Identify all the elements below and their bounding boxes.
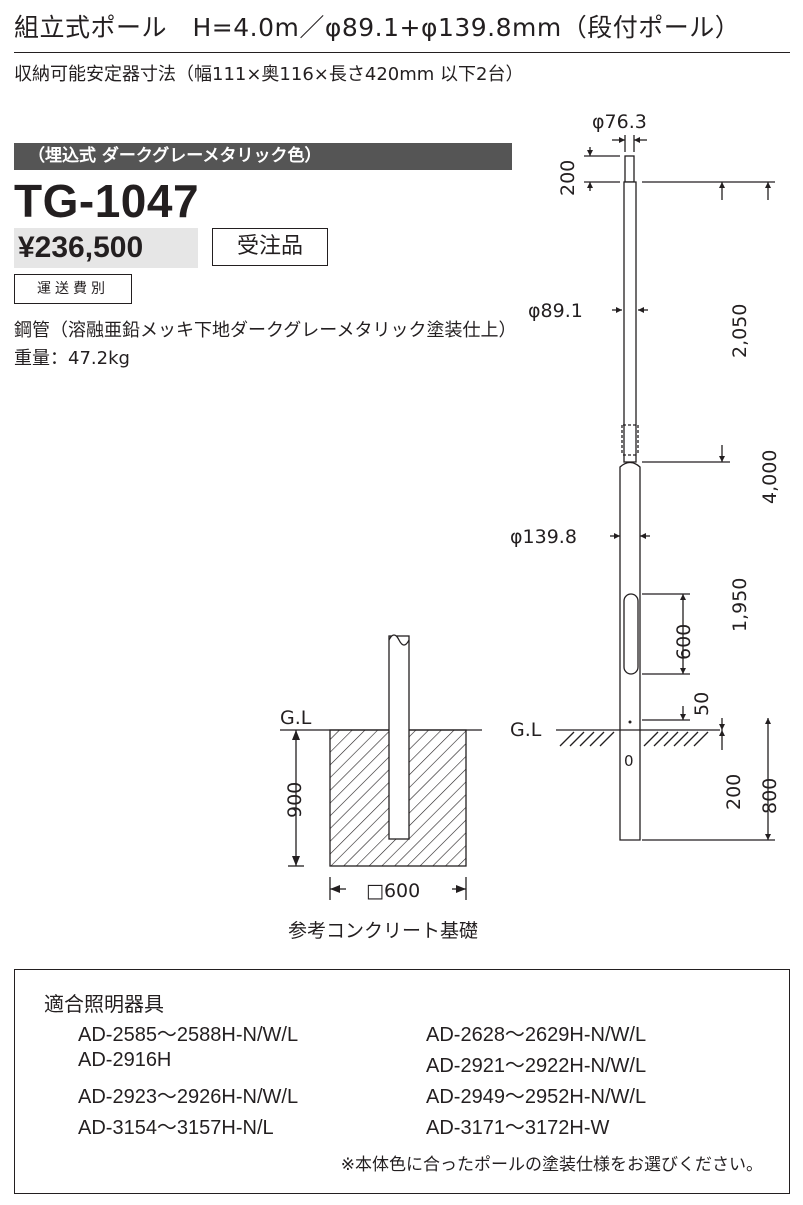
foundation-depth-label: 900 bbox=[284, 782, 306, 818]
embed-depth-label: 800 bbox=[759, 778, 781, 814]
price: ¥236,500 bbox=[14, 228, 198, 268]
model-number: TG-1047 bbox=[14, 175, 200, 227]
ballast-dimensions: 収納可能安定器寸法（幅111×奥116×長さ420mm 以下2台） bbox=[14, 64, 524, 85]
foundation-gl-label: G.L bbox=[280, 707, 312, 729]
foundation-caption: 参考コンクリート基礎 bbox=[288, 920, 478, 942]
door-offset-label: 50 bbox=[691, 692, 713, 716]
fixture-item: AD-3154～3157H-N/L bbox=[78, 1117, 274, 1139]
fixture-item: AD-2628～2629H-N/W/L bbox=[426, 1024, 647, 1046]
below-gl-label: 200 bbox=[723, 774, 745, 810]
title-divider bbox=[14, 52, 790, 53]
foundation-width-label: □600 bbox=[366, 880, 420, 902]
foundation-drawing bbox=[280, 634, 482, 900]
fixture-item: AD-2916H bbox=[78, 1049, 172, 1071]
fixture-item: AD-2585～2588H-N/W/L bbox=[78, 1024, 299, 1046]
paint-note: ※本体色に合ったポールの塗装仕様をお選びください。 bbox=[340, 1155, 763, 1175]
mid-diameter-label: φ89.1 bbox=[528, 300, 583, 322]
fixtures-title: 適合照明器具 bbox=[44, 992, 164, 1016]
bottom-diameter-label: φ139.8 bbox=[510, 526, 577, 548]
gl-zero-marker: 0 bbox=[624, 752, 634, 770]
top-length-label: 200 bbox=[557, 160, 579, 196]
shipping-badge: 運送費別 bbox=[14, 274, 132, 304]
top-diameter-label: φ76.3 bbox=[592, 111, 647, 133]
fixtures-box bbox=[14, 969, 790, 1194]
page-title: 組立式ポール H=4.0m／φ89.1+φ139.8mm（段付ポール） bbox=[14, 13, 741, 42]
fixture-item: AD-2923～2926H-N/W/L bbox=[78, 1086, 299, 1108]
pole-drawing bbox=[556, 135, 775, 841]
technical-drawing: G.L 900 □600 参考コンクリート基礎 φ76.3 200 φ89.1 … bbox=[280, 111, 781, 942]
type-band: （埋込式 ダークグレーメタリック色） bbox=[14, 143, 512, 170]
pole-gl-label: G.L bbox=[510, 719, 542, 741]
material-spec: 鋼管（溶融亜鉛メッキ下地ダークグレーメタリック塗装仕上） bbox=[14, 320, 517, 341]
door-height-label: 600 bbox=[673, 624, 695, 660]
fixture-item: AD-2949～2952H-N/W/L bbox=[426, 1086, 647, 1108]
total-height-label: 4,000 bbox=[759, 450, 781, 504]
bottom-length-label: 1,950 bbox=[729, 578, 751, 632]
grommet-mark bbox=[628, 720, 632, 724]
order-badge: 受注品 bbox=[212, 228, 328, 266]
weight-spec: 重量：47.2kg bbox=[14, 348, 130, 369]
mid-length-label: 2,050 bbox=[729, 304, 751, 358]
fixture-item: AD-2921～2922H-N/W/L bbox=[426, 1055, 647, 1077]
fixture-item: AD-3171～3172H-W bbox=[426, 1117, 610, 1139]
